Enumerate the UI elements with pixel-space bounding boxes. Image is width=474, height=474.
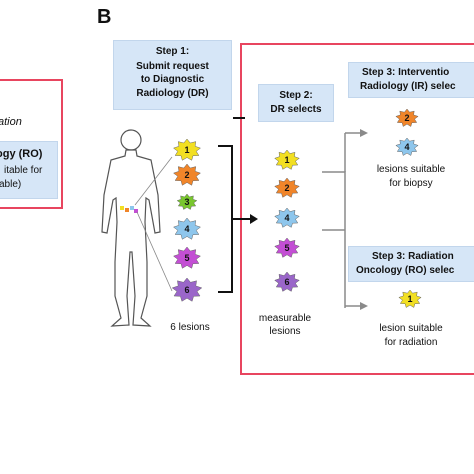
biopsy-caption-line1: lesions suitable — [376, 164, 446, 175]
measurable-lesion-number: 6 — [284, 277, 289, 287]
body-lesion-number: 5 — [184, 253, 189, 263]
step2-box — [258, 84, 334, 122]
biopsy-caption-line2: for biopsy — [389, 178, 433, 189]
measurable-lesion-5-icon — [274, 237, 300, 258]
step3-ro-title: Step 3: Radiation — [372, 251, 454, 262]
biopsy-lesion-number: 2 — [404, 113, 409, 123]
human-body-icon — [101, 129, 161, 327]
split-bracket — [322, 171, 346, 308]
radiation-caption-line1: lesion suitable — [379, 323, 443, 334]
biopsy-lesion-4-icon — [395, 137, 419, 156]
measurable-lesion-6-icon — [274, 271, 300, 292]
body-lesions-caption: 6 lesions — [170, 322, 210, 333]
step3-ir-title: Step 3: Interventio — [362, 67, 450, 78]
left-fragment-box — [0, 141, 58, 199]
selection-panel-frame — [240, 43, 474, 375]
step1-line2: Submit request — [136, 61, 209, 72]
measurable-lesion-2-icon — [274, 177, 300, 198]
measurable-lesion-1-icon — [274, 149, 300, 170]
measurable-caption-line2: lesions — [269, 326, 301, 337]
radiation-lesion-1-icon — [398, 289, 422, 308]
body-lesion-1-icon — [172, 138, 202, 161]
step1-line3: to Diagnostic — [140, 74, 205, 85]
body-lesion-marker — [120, 206, 124, 210]
measurable-lesion-4-icon — [274, 207, 300, 228]
left-fragment-box-line2: itable for — [4, 165, 43, 176]
left-fragment-box-title: ogy (RO) — [0, 148, 43, 160]
body-lesion-marker — [134, 209, 138, 213]
left-fragment-text: ation — [0, 116, 22, 128]
step3-ro-line2: Oncology (RO) selec — [356, 265, 455, 276]
step2-line2: DR selects — [270, 104, 322, 115]
body-lesion-number: 2 — [184, 170, 189, 180]
body-lesion-number: 1 — [184, 145, 189, 155]
pointer-line — [136, 211, 173, 292]
biopsy-lesion-2-icon — [395, 108, 419, 127]
body-lesion-6-icon — [171, 277, 203, 302]
measurable-lesion-number: 1 — [284, 155, 289, 165]
body-lesion-number: 6 — [184, 285, 189, 295]
body-lesion-marker — [130, 206, 134, 210]
measurable-caption-line1: measurable — [258, 313, 312, 324]
step3-ir-box — [348, 62, 474, 98]
body-lesion-2-icon — [172, 163, 202, 186]
body-lesion-marker — [125, 208, 129, 212]
step1-line4: Radiology (DR) — [136, 88, 209, 99]
body-lesion-5-icon — [172, 246, 202, 269]
radiation-lesion-number: 1 — [407, 294, 412, 304]
left-fragment-box-line3: able) — [0, 179, 22, 190]
pointer-line — [134, 156, 173, 206]
measurable-lesion-number: 5 — [284, 243, 289, 253]
body-lesion-number: 3 — [184, 197, 189, 207]
measurable-lesion-number: 2 — [284, 183, 289, 193]
arrow-head — [250, 214, 258, 224]
step1-title: Step 1: — [155, 46, 190, 57]
body-lesion-4-icon — [172, 217, 202, 240]
left-panel-frame — [0, 79, 63, 209]
step1-box — [113, 40, 232, 110]
body-lesion-number: 4 — [184, 224, 189, 234]
measurable-lesion-number: 4 — [284, 213, 289, 223]
body-lesion-3-icon — [176, 193, 198, 210]
step3-ir-line2: Radiology (IR) selec — [360, 81, 456, 92]
panel-label: B — [97, 6, 112, 28]
biopsy-lesion-number: 4 — [404, 142, 409, 152]
arrow-head-ro — [360, 302, 368, 310]
radiation-caption-line2: for radiation — [384, 337, 438, 348]
arrow-head-ir — [360, 129, 368, 137]
step3-ro-box — [348, 246, 474, 282]
lesions-bracket — [218, 145, 233, 293]
step2-title: Step 2: — [279, 90, 313, 101]
